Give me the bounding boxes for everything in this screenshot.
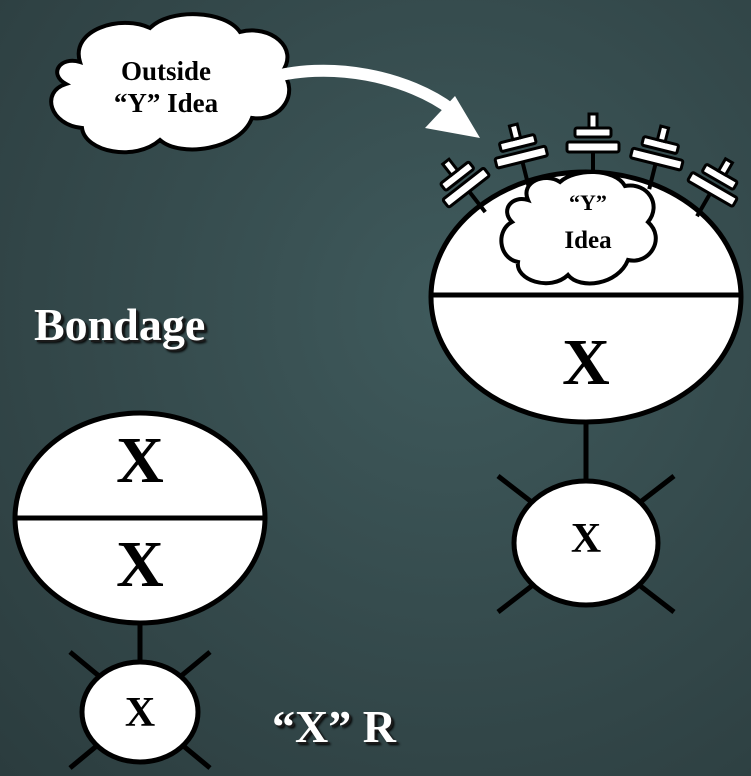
left-head-top-letter: X: [116, 424, 164, 497]
antenna-1: [439, 157, 491, 214]
outside-idea-cloud: [49, 12, 292, 155]
left-body: [79, 659, 201, 765]
antenna-5: [686, 156, 739, 218]
inner-cloud-line1: “Y”: [569, 190, 607, 215]
antenna-2: [493, 122, 549, 188]
outside-cloud-line1: Outside: [120, 56, 212, 86]
right-body: [511, 478, 661, 608]
antenna-3: [565, 112, 621, 178]
inner-idea-cloud: [499, 170, 658, 286]
antenna-4: [629, 124, 685, 190]
influence-arrow: [256, 64, 458, 116]
caption-label: “X” R: [272, 701, 396, 752]
right-body-letter: X: [570, 516, 602, 562]
bondage-title: Bondage: [34, 299, 206, 350]
antenna-group: [439, 112, 739, 218]
influence-arrowhead: [425, 96, 480, 138]
right-head-letter: X: [562, 326, 610, 399]
inner-cloud-line2: Idea: [564, 227, 612, 254]
outside-cloud-line2: “Y” Idea: [113, 88, 219, 118]
left-head-bottom-letter: X: [116, 528, 164, 601]
left-body-letter: X: [124, 690, 156, 736]
